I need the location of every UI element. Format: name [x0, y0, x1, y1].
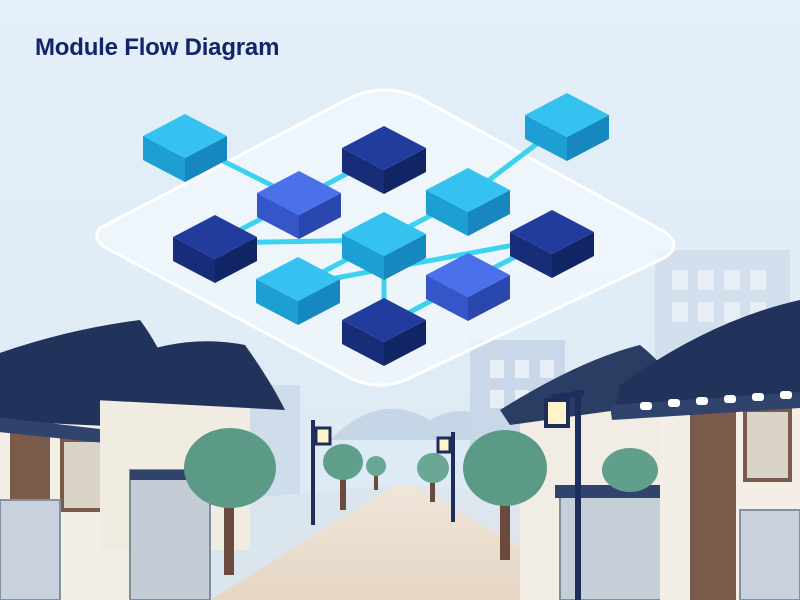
- connector-link: [295, 235, 555, 288]
- module-block: [173, 215, 257, 283]
- module-block: [143, 114, 227, 182]
- module-block: [426, 253, 510, 321]
- street-lamps: [311, 390, 584, 600]
- module-block: [525, 93, 609, 161]
- module-block: [342, 126, 426, 194]
- street: [210, 485, 610, 600]
- module-block: [510, 210, 594, 278]
- module-block: [342, 212, 426, 280]
- module-block: [426, 168, 510, 236]
- module-block: [342, 298, 426, 366]
- module-block: [256, 257, 340, 325]
- page-title: Module Flow Diagram: [35, 34, 280, 61]
- diagram-modules: [143, 93, 609, 366]
- module-block: [257, 171, 341, 239]
- trees: [184, 428, 658, 575]
